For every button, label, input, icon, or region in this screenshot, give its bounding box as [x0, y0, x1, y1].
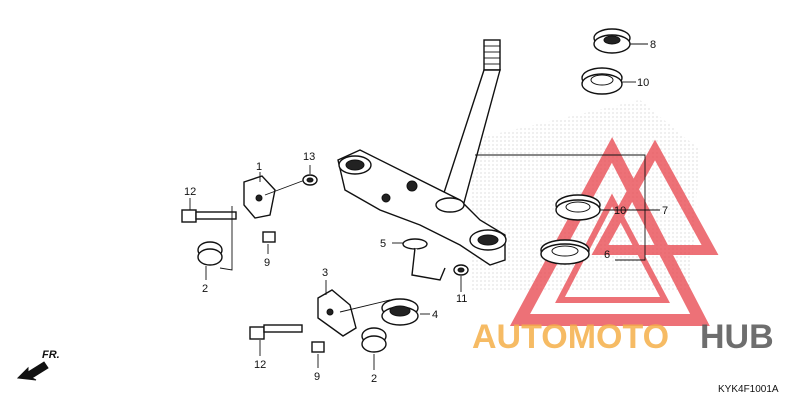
leader-7-bracket	[475, 154, 660, 261]
callout-9a: 9	[264, 257, 270, 269]
grommet-2b	[361, 327, 387, 353]
nut-9a	[262, 231, 276, 243]
bracket-1	[243, 175, 276, 219]
callout-10a: 10	[637, 77, 649, 89]
bearing-race-10b	[555, 194, 601, 221]
washer-13	[302, 174, 318, 186]
callout-3: 3	[322, 267, 328, 279]
nut-9b	[311, 341, 325, 353]
callout-12b: 12	[254, 359, 266, 371]
callout-2a: 2	[202, 283, 208, 295]
clamp-5	[402, 238, 446, 281]
bottom-bridge	[337, 149, 507, 266]
watermark-text-hub: HUB	[700, 318, 774, 356]
grommet-4	[381, 298, 419, 326]
diagram-code: KYK4F1001A	[718, 384, 779, 395]
direction-label: FR.	[42, 349, 60, 361]
callout-5: 5	[380, 238, 386, 250]
bolt-12b	[249, 324, 303, 340]
bolt-12a	[181, 209, 237, 223]
watermark-text-automoto: AUTOMOTO	[472, 318, 669, 356]
callout-9b: 9	[314, 371, 320, 383]
bearing-race-10a	[581, 67, 623, 95]
callout-10b: 10	[614, 205, 626, 217]
callout-4: 4	[432, 309, 438, 321]
callout-7: 7	[662, 205, 668, 217]
callout-6: 6	[604, 249, 610, 261]
bracket-3	[317, 289, 357, 337]
callout-11: 11	[456, 293, 467, 305]
dust-seal-8	[593, 28, 631, 54]
grommet-2a	[197, 241, 223, 266]
callout-12a: 12	[184, 186, 196, 198]
callout-1: 1	[256, 161, 262, 173]
callout-8: 8	[650, 39, 656, 51]
washer-11	[453, 264, 469, 276]
callout-2b: 2	[371, 373, 377, 385]
front-arrow-icon	[16, 361, 49, 381]
callout-13: 13	[303, 151, 315, 163]
bearing-6	[540, 239, 590, 265]
